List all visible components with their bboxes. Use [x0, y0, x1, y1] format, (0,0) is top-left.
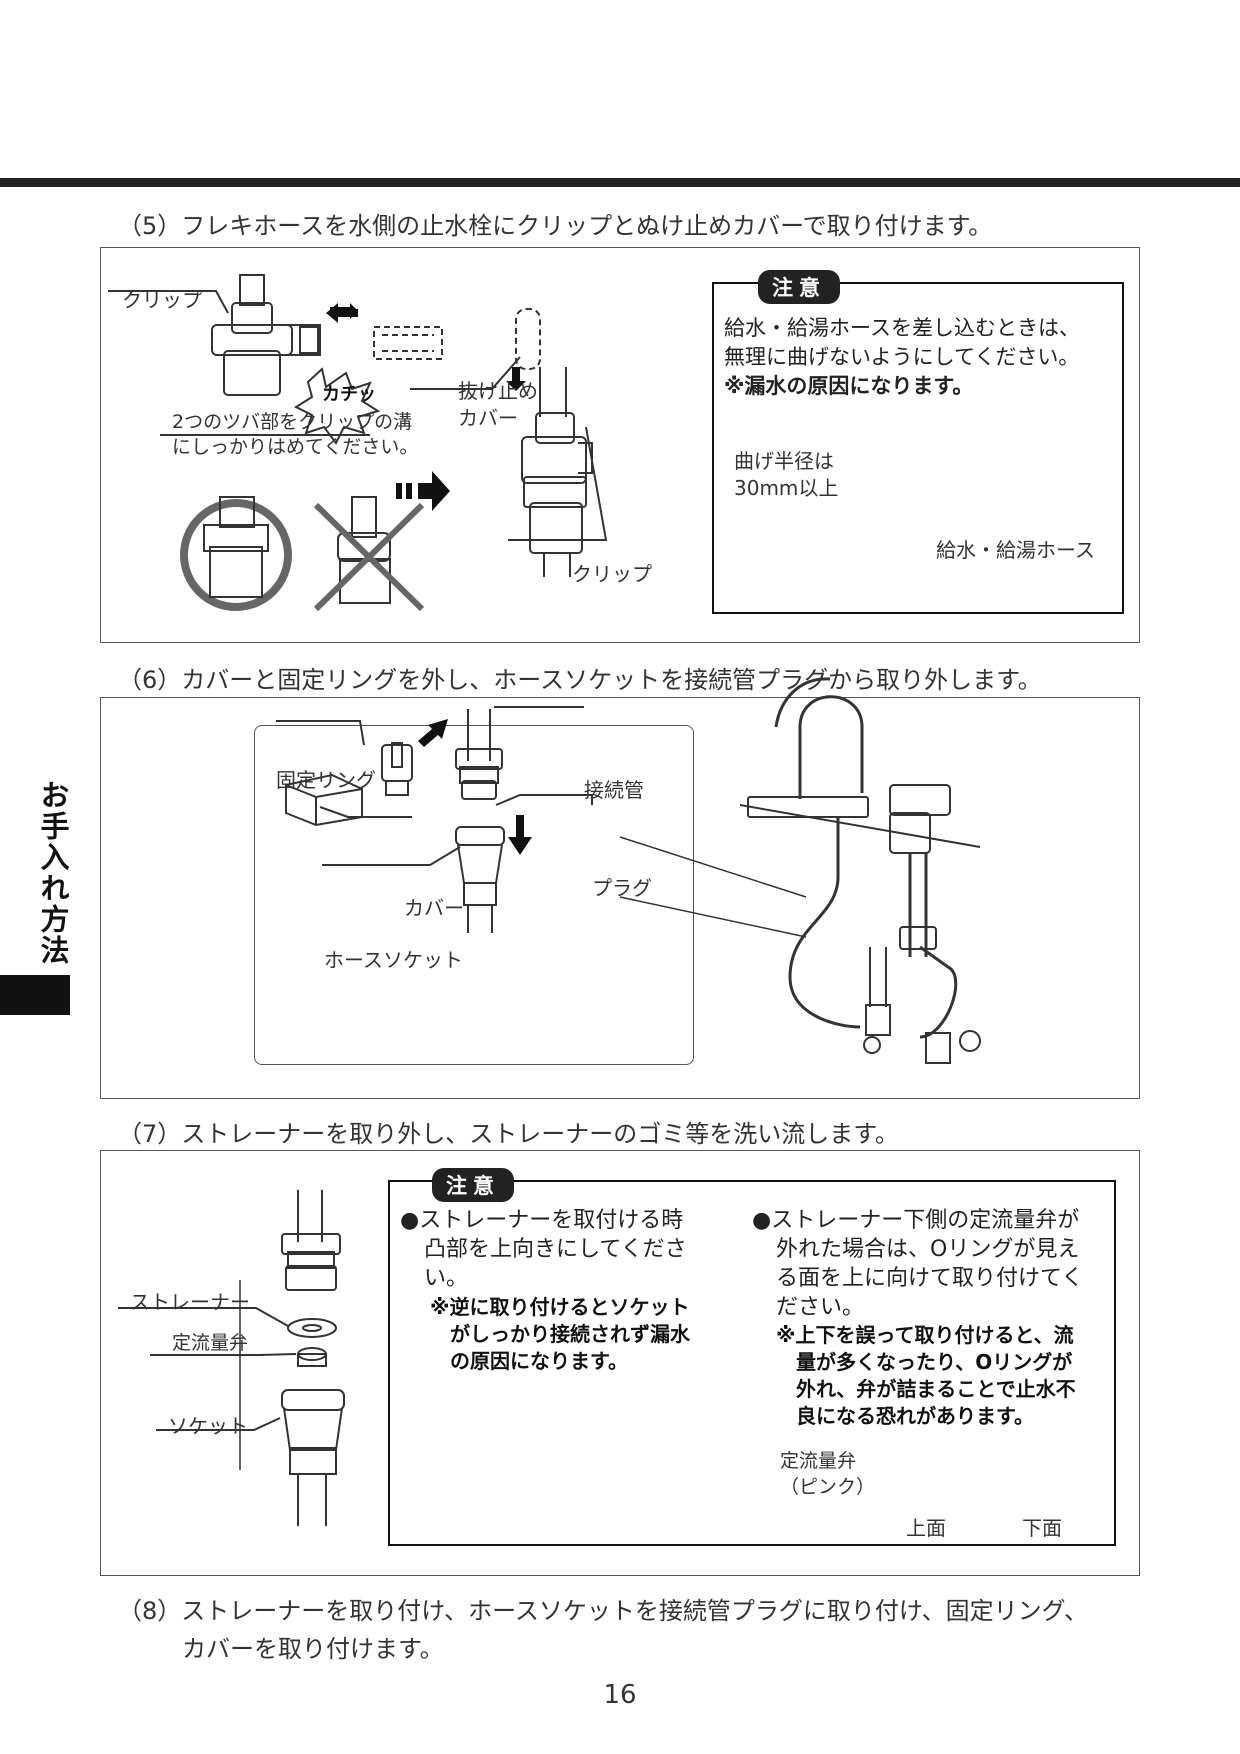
- fig5-radius-note: 曲げ半径は 30mm以上: [734, 448, 838, 502]
- fig5-caution-line1: 給水・給湯ホースを差し込むときは、: [724, 316, 1080, 340]
- fig5-caution-box: [712, 282, 1124, 614]
- fig7-left-bold3: の原因になります。: [450, 1349, 628, 1373]
- fig7-valve-pink-line2: （ピンク）: [780, 1476, 876, 1498]
- fig5-tsuba-note-line1: 2つのツバ部をクリップの溝: [172, 411, 413, 433]
- step-8-line2: カバーを取り付けます。: [182, 1635, 444, 1663]
- fig5-cover-label: 抜け止め カバー: [458, 378, 538, 432]
- fig7-left-bold1: ※逆に取り付けるとソケット: [430, 1295, 690, 1319]
- fig5-caution-badge: 注意: [758, 270, 840, 304]
- fig7-caution-box: [388, 1180, 1116, 1546]
- fig7-right-line4: ださい。: [776, 1295, 865, 1320]
- fig7-left-bold2: がしっかり接続されず漏水: [450, 1322, 690, 1346]
- figure-6-illustration: [276, 677, 981, 1064]
- fig7-right-bold3: 外れ、弁が詰まることで止水不: [796, 1377, 1076, 1401]
- fig5-caution-bold: ※漏水の原因になります。: [724, 374, 974, 398]
- fig7-socket-label: ソケット: [168, 1414, 248, 1438]
- fig7-caution-left-bold: ※逆に取り付けるとソケット がしっかり接続されず漏水 の原因になります。: [430, 1294, 690, 1375]
- fig6-cover-label: カバー: [404, 896, 464, 920]
- step-8-line1: （8）ストレーナーを取り付け、ホースソケットを接続管プラグに取り付け、固定リング…: [118, 1597, 1088, 1625]
- fig7-right-line2: 外れた場合は、Oリングが見え: [776, 1237, 1080, 1262]
- fig7-top-face-label: 上面: [906, 1516, 946, 1540]
- fig7-strainer-label: ストレーナー: [130, 1290, 250, 1314]
- fig7-left-line3: い。: [424, 1266, 469, 1291]
- fig7-right-bold4: 良になる恐れがあります。: [796, 1404, 1034, 1428]
- fig7-right-bold2: 量が多くなったり、Oリングが: [796, 1350, 1073, 1374]
- fig5-tsuba-note: 2つのツバ部をクリップの溝 にしっかりはめてください。: [172, 410, 418, 460]
- sidebar-section-label: お手入れ方法: [36, 780, 70, 966]
- fig6-pipe-label: 接続管: [584, 778, 644, 802]
- fig5-hose-label: 給水・給湯ホース: [936, 538, 1095, 562]
- fig5-click-sound: カチッ: [322, 384, 376, 405]
- fig5-clip-label-2: クリップ: [572, 562, 652, 586]
- fig6-ring-label: 固定リング: [276, 768, 376, 792]
- fig7-right-line3: る面を上に向けて取り付けてく: [776, 1266, 1084, 1291]
- fig6-socket-label: ホースソケット: [324, 948, 463, 972]
- fig7-valve-pink-line1: 定流量弁: [780, 1450, 857, 1472]
- fig5-cover-label-line1: 抜け止め: [458, 379, 538, 403]
- step-6-text: （6）カバーと固定リングを外し、ホースソケットを接続管プラグから取り外します。: [118, 666, 1042, 694]
- step-5-text: （5）フレキホースを水側の止水栓にクリップとぬけ止めカバーで取り付けます。: [118, 212, 993, 240]
- fig6-detail-inset: [254, 725, 694, 1065]
- fig5-radius-line1: 曲げ半径は: [734, 449, 834, 473]
- fig7-caution-right-bold: ※上下を誤って取り付けると、流 量が多くなったり、Oリングが 外れ、弁が詰まるこ…: [776, 1322, 1076, 1430]
- fig7-left-line2: 凸部を上向きにしてくださ: [424, 1237, 687, 1262]
- fig5-radius-line2: 30mm以上: [734, 476, 839, 500]
- fig5-caution-line2: 無理に曲げないようにしてください。: [724, 345, 1080, 369]
- fig6-plug-label: プラグ: [592, 876, 652, 900]
- fig7-caution-badge: 注意: [432, 1168, 514, 1202]
- fig7-right-bold1: ※上下を誤って取り付けると、流: [776, 1323, 1074, 1347]
- step-7-text: （7）ストレーナーを取り外し、ストレーナーのゴミ等を洗い流します。: [118, 1120, 899, 1148]
- fig5-clip-label: クリップ: [122, 288, 202, 312]
- fig5-tsuba-note-line2: にしっかりはめてください。: [172, 436, 419, 458]
- step-8-text: （8）ストレーナーを取り付け、ホースソケットを接続管プラグに取り付け、固定リング…: [118, 1592, 1088, 1668]
- fig5-caution-text: 給水・給湯ホースを差し込むときは、 無理に曲げないようにしてください。 ※漏水の…: [724, 314, 1080, 401]
- fig7-caution-left: ●ストレーナーを取付ける時 凸部を上向きにしてくださ い。: [400, 1206, 687, 1293]
- page-number: 16: [603, 1680, 637, 1710]
- fig7-caution-right: ●ストレーナー下側の定流量弁が 外れた場合は、Oリングが見え る面を上に向けて取…: [752, 1206, 1083, 1322]
- fig7-right-line1: ●ストレーナー下側の定流量弁が: [752, 1208, 1080, 1233]
- fig5-cover-label-line2: カバー: [458, 406, 518, 430]
- header-rule: [0, 178, 1240, 187]
- fig7-left-line1: ●ストレーナーを取付ける時: [400, 1208, 684, 1233]
- fig7-valve-pink-label: 定流量弁 （ピンク）: [780, 1448, 875, 1500]
- fig7-bottom-face-label: 下面: [1022, 1516, 1062, 1540]
- sidebar-tab-block: [0, 975, 70, 1015]
- fig7-valve-label: 定流量弁: [172, 1332, 249, 1354]
